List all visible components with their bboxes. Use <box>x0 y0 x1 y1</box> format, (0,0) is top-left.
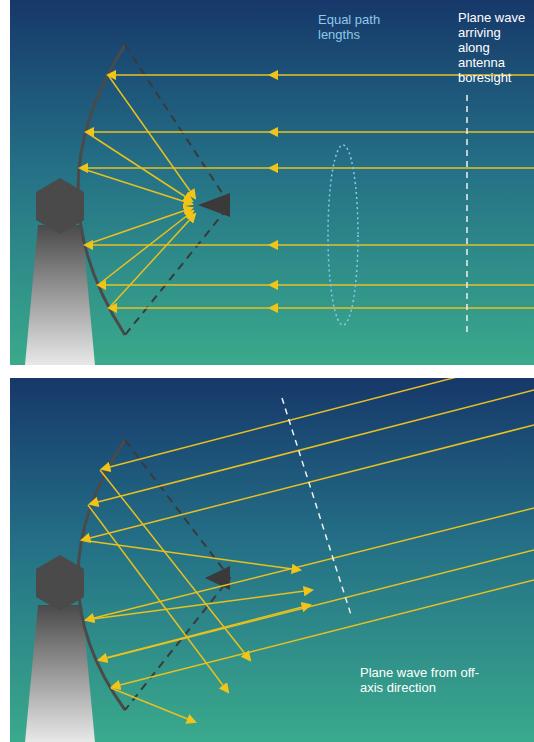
annotation-label: Plane wave arriving along antenna boresi… <box>458 10 530 85</box>
annotation-label: Equal path lengths <box>318 12 400 42</box>
top-panel <box>10 0 534 365</box>
bottom-panel <box>10 378 534 742</box>
annotation-label: Plane wave from off-axis direction <box>360 665 490 695</box>
